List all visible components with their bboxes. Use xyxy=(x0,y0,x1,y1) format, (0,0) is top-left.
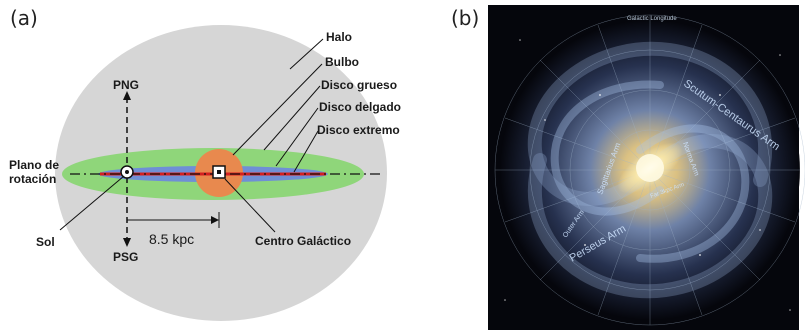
disco-delgado-label: Disco delgado xyxy=(319,100,401,114)
png-label: PNG xyxy=(113,78,139,92)
disco-grueso-leader xyxy=(263,85,321,151)
galactic-longitude-caption: Galactic Longitude xyxy=(627,16,677,22)
galactic-core xyxy=(636,154,664,182)
halo-label: Halo xyxy=(326,30,352,44)
distance-label: 8.5 kpc xyxy=(149,231,194,247)
centro-leader xyxy=(224,178,276,233)
star-field xyxy=(504,39,791,311)
png-arrow-icon xyxy=(123,91,131,100)
sol-leader xyxy=(59,175,125,231)
halo-leader xyxy=(289,38,324,70)
centro-galactico-label: Centro Galáctico xyxy=(255,234,351,248)
psg-label: PSG xyxy=(113,250,138,264)
distance-arrowhead-icon xyxy=(211,216,219,224)
galactic-center-dot-icon xyxy=(217,170,221,174)
sun-dot-icon xyxy=(125,170,129,174)
bulbo-label: Bulbo xyxy=(325,55,359,69)
sol-label: Sol xyxy=(36,235,55,249)
disco-extremo-leader xyxy=(293,130,319,173)
bulbo-leader xyxy=(232,63,323,156)
spiral-arms xyxy=(527,41,773,299)
plano-label-line2: rotación xyxy=(9,172,56,186)
disco-extremo-label: Disco extremo xyxy=(317,123,400,137)
disco-delgado-leader xyxy=(275,107,319,167)
disco-grueso-label: Disco grueso xyxy=(321,78,397,92)
panel-b-tag: (b) xyxy=(451,6,480,30)
plano-label-line1: Plano de xyxy=(9,158,59,172)
panel-a-tag: (a) xyxy=(10,6,38,30)
psg-arrow-icon xyxy=(123,238,131,247)
